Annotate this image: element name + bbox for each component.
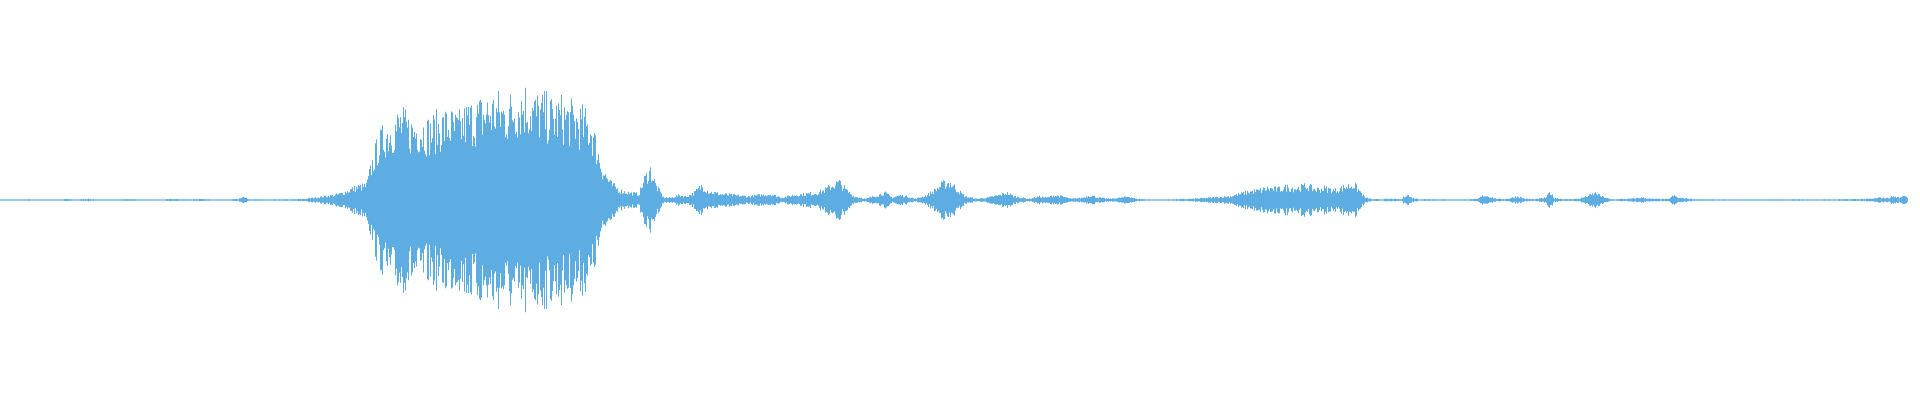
waveform-end-marker <box>1900 196 1908 204</box>
waveform-bars <box>0 87 1906 313</box>
